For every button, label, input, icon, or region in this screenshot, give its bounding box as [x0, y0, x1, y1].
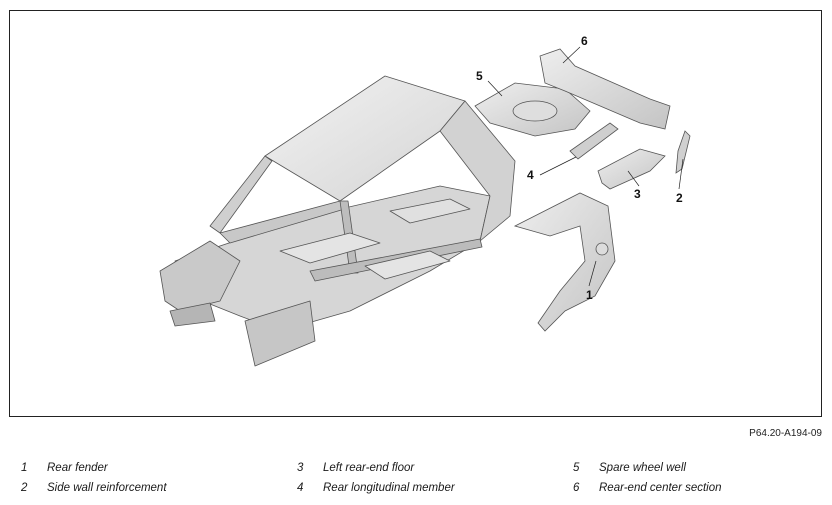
- legend-number: 3: [297, 462, 304, 474]
- spare-wheel-well-part: [474, 82, 591, 137]
- callout-1: 1: [586, 288, 593, 302]
- legend-label: Rear-end center section: [599, 482, 722, 494]
- callout-4: 4: [527, 168, 534, 182]
- rear-longitudinal-member-part: [569, 122, 619, 160]
- figure-reference-code: P64.20-A194-09: [749, 428, 822, 439]
- callout-5: 5: [476, 69, 483, 83]
- callout-3: 3: [634, 187, 641, 201]
- side-wall-reinforcement-part: [675, 130, 691, 174]
- callout-6: 6: [581, 34, 588, 48]
- legend-number: 2: [21, 482, 28, 494]
- leader-lines: [487, 46, 684, 287]
- legend-label: Rear longitudinal member: [323, 482, 455, 494]
- callout-2: 2: [676, 191, 683, 205]
- legend-label: Side wall reinforcement: [47, 482, 167, 494]
- body-shell: [159, 75, 516, 367]
- legend-label: Spare wheel well: [599, 462, 686, 474]
- legend-number: 4: [297, 482, 304, 494]
- rear-end-center-section-part: [539, 48, 671, 130]
- legend-number: 5: [573, 462, 580, 474]
- legend-label: Left rear-end floor: [323, 462, 415, 474]
- rear-fender-part: [513, 192, 616, 332]
- legend-number: 6: [573, 482, 580, 494]
- car-body-illustration: [159, 46, 691, 367]
- legend-number: 1: [21, 462, 28, 474]
- figure-frame: 1 2 3 4 5 6: [9, 10, 822, 417]
- legend: 1 Rear fender 2 Side wall reinforcement …: [0, 462, 832, 502]
- legend-label: Rear fender: [47, 462, 108, 474]
- left-rear-end-floor-part: [597, 148, 666, 190]
